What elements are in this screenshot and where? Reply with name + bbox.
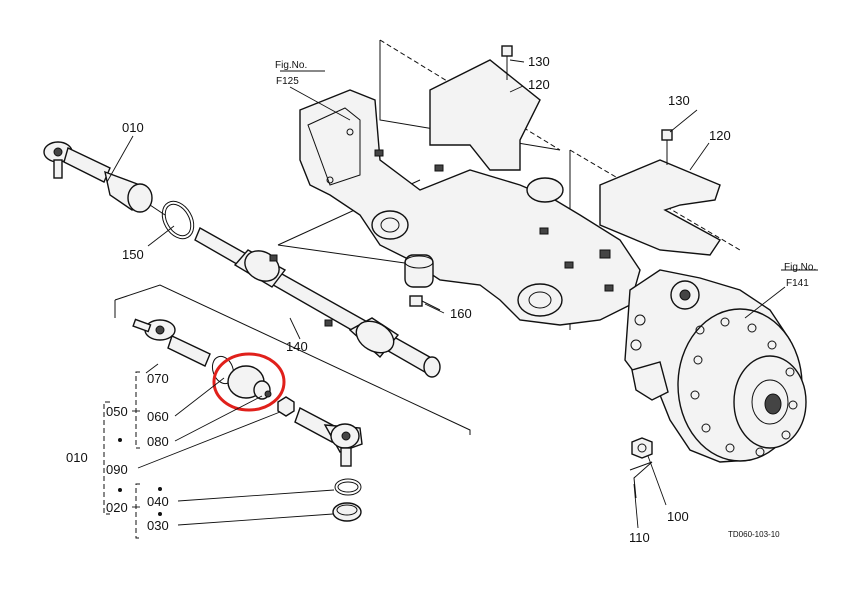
label-100: 100 — [667, 509, 689, 524]
label-140: 140 — [286, 339, 308, 354]
label-160: 160 — [450, 306, 472, 321]
label-050: 050 — [106, 404, 128, 419]
leader-lines — [106, 59, 818, 529]
cotter-110 — [629, 461, 653, 499]
label-020: 020 — [106, 500, 128, 515]
ref-f125-number: F125 — [276, 76, 299, 87]
label-120-b: 120 — [709, 128, 731, 143]
ball-stud-070 — [132, 318, 211, 367]
group-brackets — [103, 371, 162, 539]
wheel-hub — [624, 269, 807, 463]
dust-boot-080 — [227, 365, 272, 400]
tie-rod-end-020 — [294, 407, 363, 467]
label-130-b: 130 — [668, 93, 690, 108]
nut-100 — [631, 437, 653, 459]
label-010-group: 010 — [66, 450, 88, 465]
label-040: 040 — [147, 494, 169, 509]
seal-040 — [334, 478, 362, 496]
drawing-code: TD060-103-10 — [728, 530, 780, 539]
label-150: 150 — [122, 247, 144, 262]
nut-090 — [277, 396, 295, 417]
label-010-top: 010 — [122, 120, 144, 135]
label-130-a: 130 — [528, 54, 550, 69]
cover-right — [599, 129, 722, 256]
seal-030 — [332, 502, 362, 522]
highlight-circle — [212, 352, 286, 412]
tie-rod-140 — [194, 227, 441, 378]
label-030: 030 — [147, 518, 169, 533]
label-110: 110 — [629, 530, 650, 545]
bolt-160 — [409, 295, 441, 311]
axle-housing — [299, 89, 641, 326]
label-080: 080 — [147, 434, 169, 449]
ref-f141-prefix: Fig.No. — [784, 262, 816, 273]
exploded-box — [114, 284, 471, 435]
tie-rod-end-upper — [43, 141, 166, 216]
label-060: 060 — [147, 409, 169, 424]
label-120-a: 120 — [528, 77, 550, 92]
ref-f125-prefix: Fig.No. — [275, 60, 307, 71]
label-090: 090 — [106, 462, 128, 477]
cover-upper — [429, 45, 541, 171]
ref-f141-number: F141 — [786, 278, 809, 289]
clamp-ring-150 — [161, 200, 195, 240]
label-070: 070 — [147, 371, 169, 386]
